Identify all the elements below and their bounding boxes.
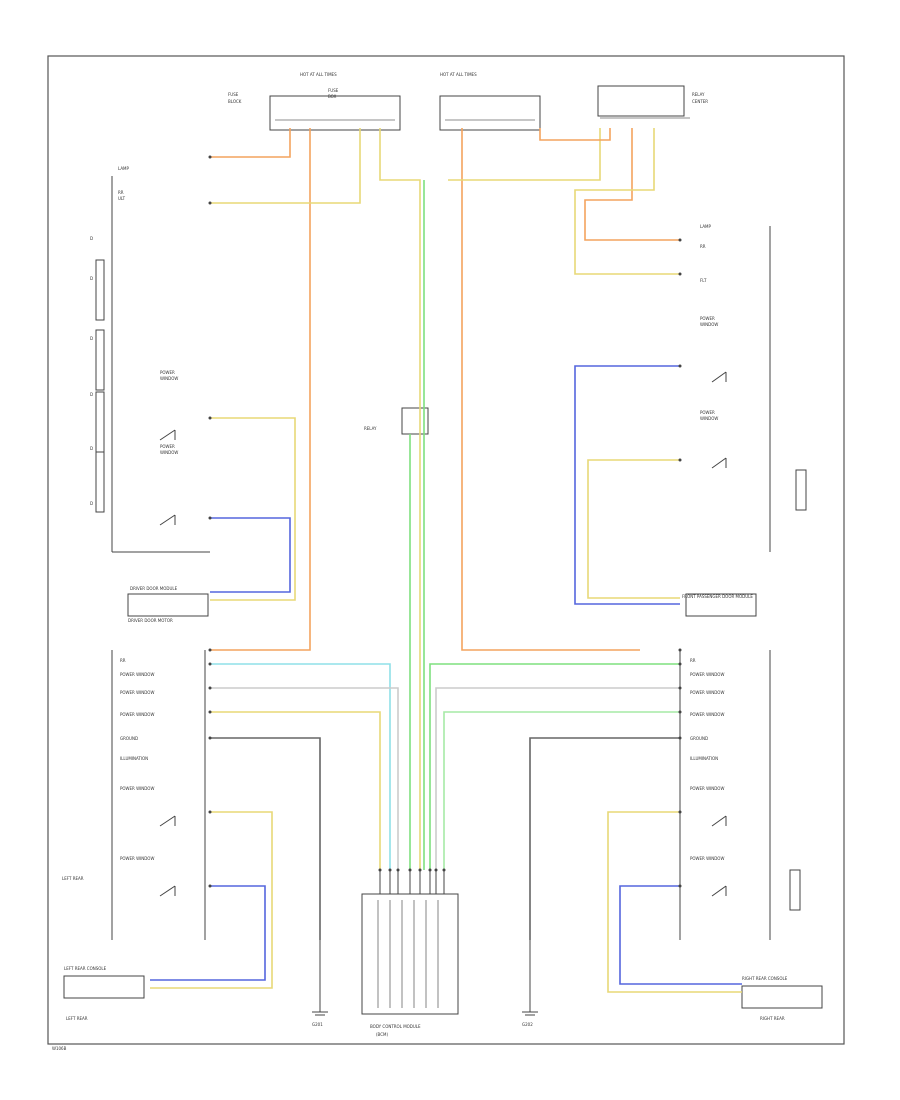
svg-text:WINDOW: WINDOW xyxy=(700,322,718,327)
right-rear-title: RIGHT REAR CONSOLE xyxy=(742,976,788,981)
svg-text:POWER WINDOW: POWER WINDOW xyxy=(120,786,154,791)
diagram-frame xyxy=(47,55,845,1045)
top-right-hot-label: HOT AT ALL TIMES xyxy=(440,72,477,77)
bcm-pins xyxy=(379,870,445,894)
svg-text:LAMP: LAMP xyxy=(700,224,712,229)
svg-text:POWER: POWER xyxy=(700,410,715,415)
svg-text:POWER WINDOW: POWER WINDOW xyxy=(120,690,154,695)
left-rear-switch-panel: RR POWER WINDOW POWER WINDOW POWER WINDO… xyxy=(62,650,206,1021)
svg-text:(BCM): (BCM) xyxy=(376,1032,388,1037)
top-right-relay-box xyxy=(597,85,685,117)
svg-text:ILLUMINATION: ILLUMINATION xyxy=(120,756,148,761)
svg-text:D: D xyxy=(90,392,93,397)
svg-text:ILLUMINATION: ILLUMINATION xyxy=(690,756,718,761)
svg-text:RR: RR xyxy=(690,658,696,663)
svg-text:POWER: POWER xyxy=(160,444,175,449)
svg-text:POWER: POWER xyxy=(160,370,175,375)
svg-text:GROUND: GROUND xyxy=(690,736,708,741)
svg-text:LAMP: LAMP xyxy=(118,166,130,171)
passenger-door-switch-panel: LAMP RR FLT POWER WINDOW POWER WINDOW FR… xyxy=(682,224,807,617)
svg-text:LEFT REAR: LEFT REAR xyxy=(62,876,84,881)
body-control-module: BODY CONTROL MODULE (BCM) xyxy=(361,893,459,1037)
left-rear-title: LEFT REAR CONSOLE xyxy=(64,966,107,971)
svg-text:WINDOW: WINDOW xyxy=(160,450,178,455)
svg-text:RELAY: RELAY xyxy=(364,426,377,431)
svg-text:D: D xyxy=(90,446,93,451)
svg-text:D: D xyxy=(90,276,93,281)
svg-text:RR: RR xyxy=(118,190,124,195)
svg-text:D: D xyxy=(90,336,93,341)
left-panel-title: DRIVER DOOR MODULE xyxy=(130,586,178,591)
top-left-hot-label: HOT AT ALL TIMES xyxy=(300,72,337,77)
right-rear-switch-panel: RR POWER WINDOW POWER WINDOW POWER WINDO… xyxy=(679,650,823,1021)
driver-door-switch-panel: LAMP RR ULT D D D D D D POWER WINDOW POW… xyxy=(90,166,210,623)
footer-code: W106B xyxy=(52,1046,67,1051)
svg-text:FUSE: FUSE xyxy=(328,88,339,93)
svg-text:POWER WINDOW: POWER WINDOW xyxy=(690,690,724,695)
mid-junction: RELAY xyxy=(364,407,429,435)
ground-left-label: G201 xyxy=(312,1022,323,1027)
svg-text:POWER WINDOW: POWER WINDOW xyxy=(690,856,724,861)
center-module-label: BODY CONTROL MODULE xyxy=(370,1024,421,1029)
svg-text:D: D xyxy=(90,236,93,241)
wires xyxy=(150,128,742,993)
svg-text:FLT: FLT xyxy=(700,278,707,283)
svg-text:FUSE: FUSE xyxy=(228,92,239,97)
svg-text:WINDOW: WINDOW xyxy=(700,416,718,421)
svg-text:D: D xyxy=(90,501,93,506)
svg-text:POWER: POWER xyxy=(700,316,715,321)
svg-text:RIGHT REAR: RIGHT REAR xyxy=(760,1016,785,1021)
svg-text:RR: RR xyxy=(700,244,706,249)
svg-text:RELAY: RELAY xyxy=(692,92,705,97)
svg-text:POWER WINDOW: POWER WINDOW xyxy=(120,856,154,861)
svg-text:DRIVER DOOR MOTOR: DRIVER DOOR MOTOR xyxy=(128,618,173,623)
svg-text:BOX: BOX xyxy=(328,94,337,99)
svg-text:CENTER: CENTER xyxy=(692,99,708,104)
top-right-fuse-block: HOT AT ALL TIMES RELAY CENTER xyxy=(439,72,708,131)
ground-left: G201 xyxy=(312,940,328,1027)
connector-dots xyxy=(208,155,682,888)
right-panel-title: FRONT PASSENGER DOOR MODULE xyxy=(682,594,753,599)
svg-text:POWER WINDOW: POWER WINDOW xyxy=(120,712,154,717)
svg-text:POWER WINDOW: POWER WINDOW xyxy=(120,672,154,677)
svg-text:BLOCK: BLOCK xyxy=(228,99,242,104)
svg-text:POWER WINDOW: POWER WINDOW xyxy=(690,786,724,791)
svg-text:WINDOW: WINDOW xyxy=(160,376,178,381)
ground-right: G202 xyxy=(522,940,538,1027)
svg-text:POWER WINDOW: POWER WINDOW xyxy=(690,672,724,677)
top-left-fuse-block: HOT AT ALL TIMES FUSE BLOCK FUSE BOX xyxy=(228,72,401,131)
svg-text:LEFT REAR: LEFT REAR xyxy=(66,1016,88,1021)
svg-text:POWER WINDOW: POWER WINDOW xyxy=(690,712,724,717)
svg-text:ULT: ULT xyxy=(118,196,126,201)
svg-text:GROUND: GROUND xyxy=(120,736,138,741)
svg-text:RR: RR xyxy=(120,658,126,663)
ground-right-label: G202 xyxy=(522,1022,533,1027)
